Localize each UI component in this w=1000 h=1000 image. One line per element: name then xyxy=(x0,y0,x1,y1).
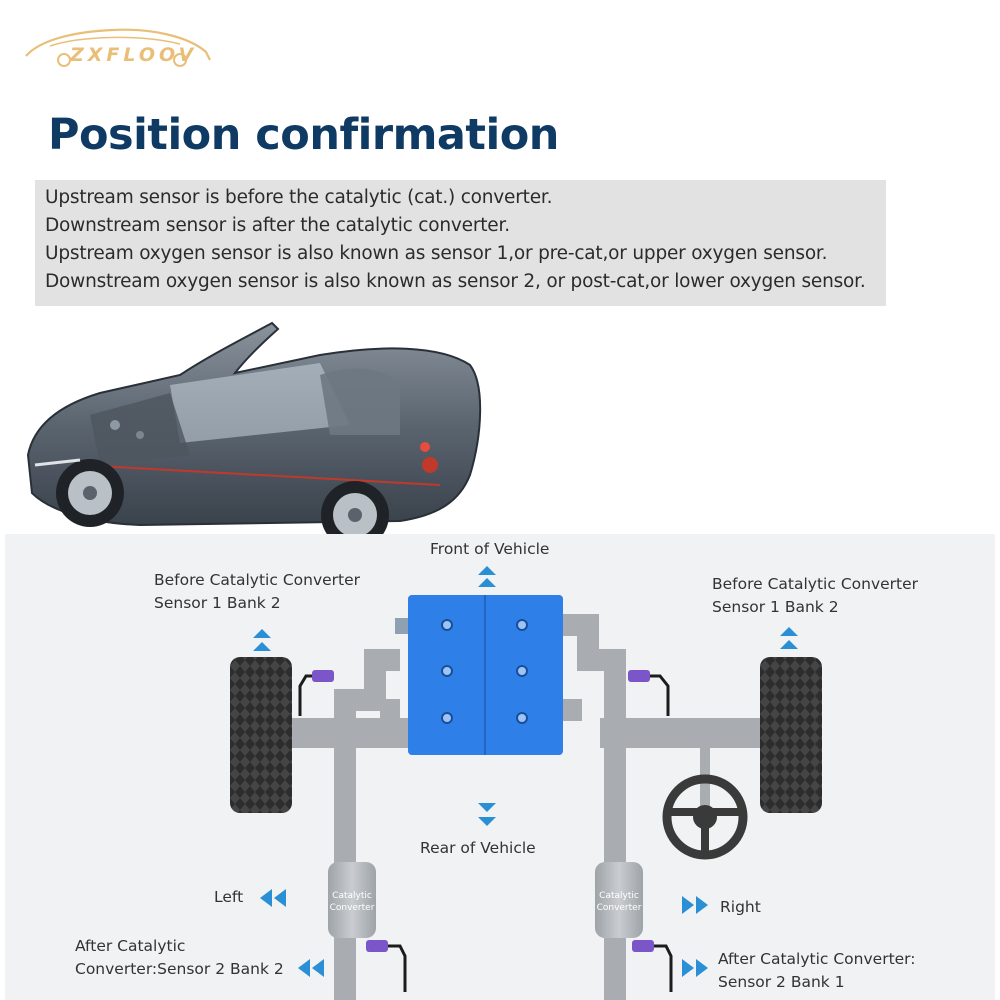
left-catalytic-converter xyxy=(328,862,376,938)
right-exhaust-pipe xyxy=(562,614,626,870)
downstream-sensor-right-icon xyxy=(632,940,673,992)
car-cutaway-image xyxy=(26,321,482,549)
left-arrow-icon xyxy=(260,889,286,907)
info-line: Upstream sensor is before the catalytic … xyxy=(45,187,553,208)
sensor1-right-up-arrow-icon xyxy=(780,627,798,649)
rear-of-vehicle-label: Rear of Vehicle xyxy=(420,839,536,857)
after-cat-right-label: After Catalytic Converter: Sensor 2 Bank… xyxy=(718,950,916,991)
right-arrow-icon xyxy=(682,896,708,914)
after-cat-left-label: After Catalytic Converter:Sensor 2 Bank … xyxy=(75,937,284,978)
sensor-diagram: Catalytic Converter Catalytic Converter xyxy=(230,566,822,1000)
upstream-sensor-left-icon xyxy=(298,670,334,716)
right-label: Right xyxy=(720,898,761,916)
brand-logo xyxy=(25,28,211,67)
info-line: Downstream sensor is after the catalytic… xyxy=(45,215,510,236)
page-title: Position confirmation xyxy=(48,110,559,160)
cat-right-label-2: Converter xyxy=(597,903,642,913)
left-arrow-icon xyxy=(298,959,324,977)
steering-wheel-icon xyxy=(662,774,748,860)
front-arrow-icon xyxy=(478,566,496,587)
info-box: Upstream sensor is before the catalytic … xyxy=(35,180,886,306)
left-front-tire xyxy=(230,657,292,813)
info-line: Upstream oxygen sensor is also known as … xyxy=(45,243,828,264)
right-catalytic-converter xyxy=(595,862,643,938)
left-exhaust-pipe xyxy=(334,649,400,870)
before-cat-right-label: Before Catalytic Converter Sensor 1 Bank… xyxy=(712,575,919,616)
sensor1-left-up-arrow-icon xyxy=(253,629,271,651)
rear-arrow-icon xyxy=(478,803,496,826)
cat-right-label-1: Catalytic xyxy=(599,891,639,901)
right-arrow-icon xyxy=(682,959,708,977)
cat-left-label-2: Converter xyxy=(330,903,375,913)
engine-cylinder-bolts xyxy=(441,619,528,724)
downstream-sensor-left-icon xyxy=(366,940,407,992)
info-line: Downstream oxygen sensor is also known a… xyxy=(45,271,866,292)
left-label: Left xyxy=(214,888,244,906)
front-of-vehicle-label: Front of Vehicle xyxy=(430,540,550,558)
right-axle xyxy=(600,718,770,748)
before-cat-left-label: Before Catalytic Converter Sensor 1 Bank… xyxy=(154,571,361,612)
upstream-sensor-right-icon xyxy=(628,670,670,716)
cat-left-label-1: Catalytic xyxy=(332,891,372,901)
right-front-tire xyxy=(760,657,822,813)
brand-name: ZXFLOOV xyxy=(70,44,198,66)
